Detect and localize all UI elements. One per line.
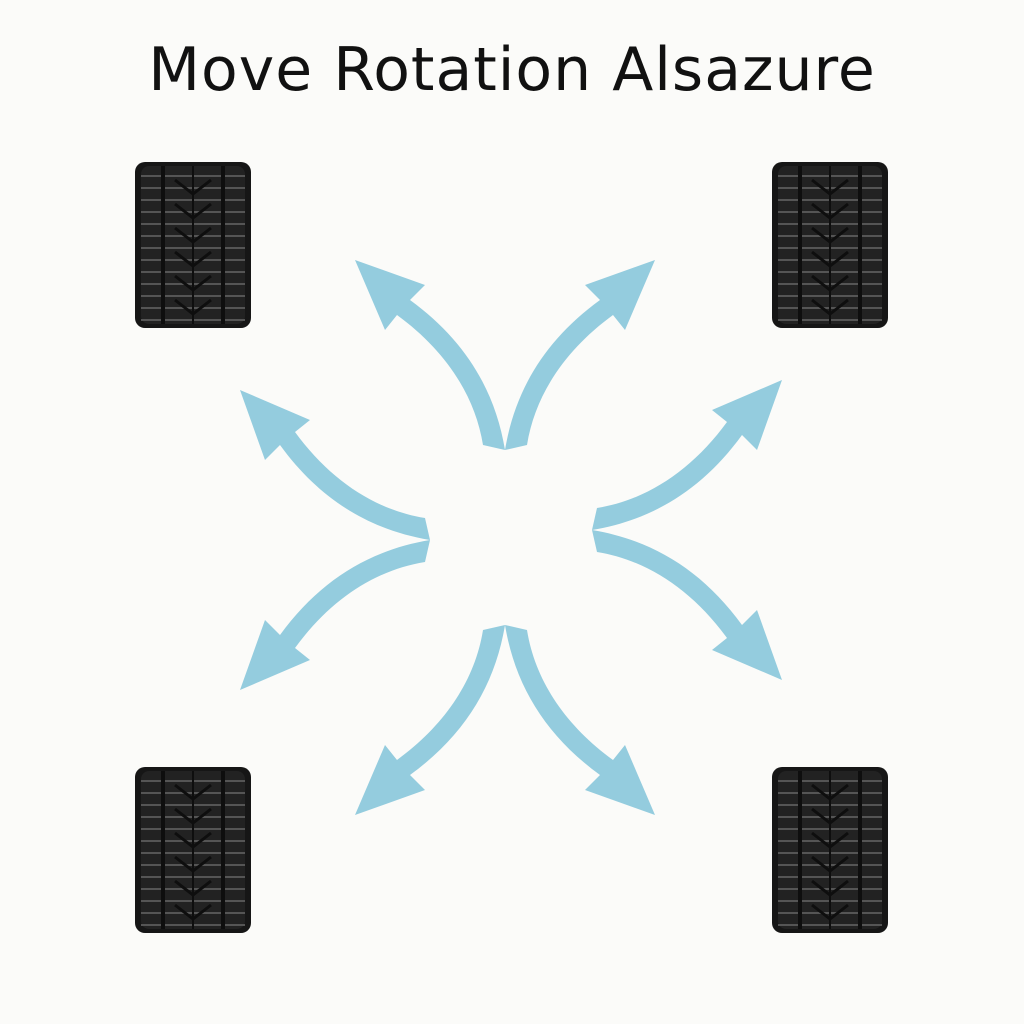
page-title: Move Rotation Alsazure	[148, 35, 876, 105]
arrow-right-up	[592, 380, 782, 530]
arrow-down-left	[355, 625, 505, 815]
arrow-left-up	[240, 390, 430, 540]
arrow-down-right	[505, 625, 655, 815]
arrow-right-down	[592, 530, 782, 680]
arrow-up-right	[505, 260, 655, 450]
arrow-up-left	[355, 260, 505, 450]
arrow-left-down	[240, 540, 430, 690]
